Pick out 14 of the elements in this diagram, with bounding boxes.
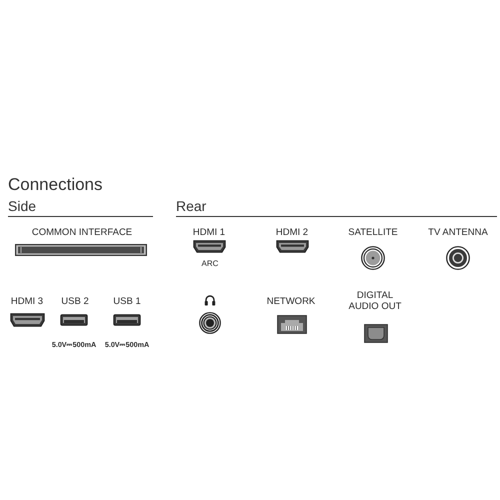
- section-heading: Side: [8, 198, 36, 214]
- port-label: HDMI 1: [192, 228, 226, 239]
- port-label: DIGITAL AUDIO OUT: [348, 291, 402, 313]
- port-label: USB 1: [113, 297, 141, 308]
- port-label: HDMI 3: [10, 297, 44, 308]
- heading: Connections: [8, 175, 103, 195]
- port-label: NETWORK: [266, 297, 316, 308]
- port-label: USB 2: [61, 297, 89, 308]
- port-label: COMMON INTERFACE: [32, 228, 132, 239]
- port-label: HDMI 2: [276, 228, 308, 239]
- section-heading: Rear: [176, 198, 206, 214]
- port-label: SATELLITE: [348, 228, 398, 239]
- port-note: ARC: [202, 259, 218, 268]
- port-label: TV ANTENNA: [428, 228, 488, 239]
